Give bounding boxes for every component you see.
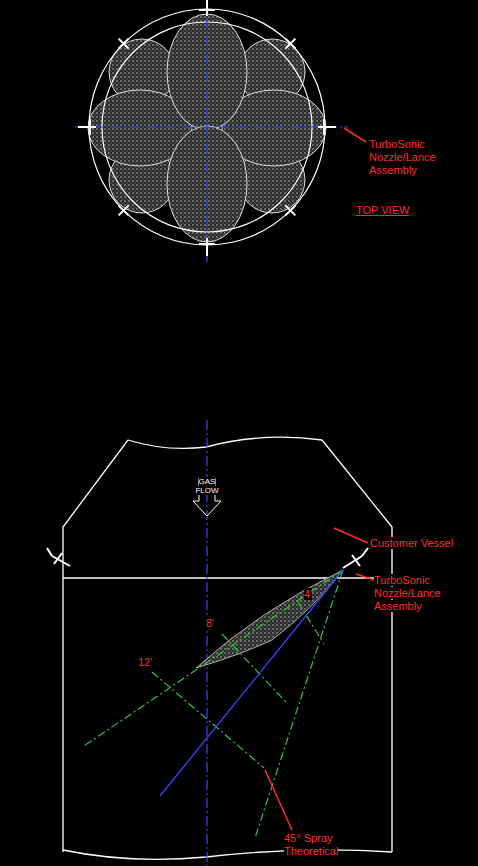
callout-label: Customer Vessel (370, 537, 474, 550)
flow-label: GAS FLOW (192, 477, 222, 495)
dimension-label: 4' (304, 588, 334, 601)
callout-label: 45° Spray Theoretical (284, 832, 364, 858)
callout-label: TurboSonic Nozzle/Lance Assembly (369, 138, 469, 177)
callout-label: TurboSonic Nozzle/Lance Assembly (374, 574, 474, 613)
view-title: TOP VIEW (356, 204, 456, 217)
dimension-label: 12' (138, 656, 168, 669)
dimension-label: 8' (206, 617, 236, 630)
